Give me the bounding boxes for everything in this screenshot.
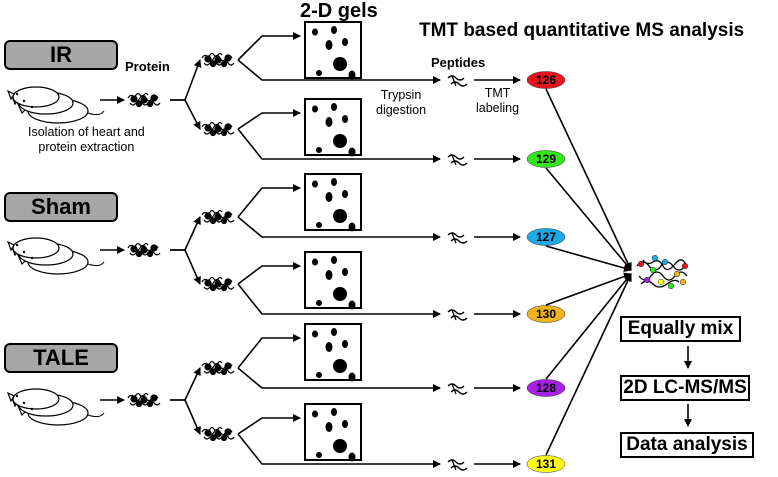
protein-cluster-icon xyxy=(127,92,161,108)
branch-line xyxy=(237,283,300,315)
data-analysis-box: Data analysis xyxy=(620,432,754,458)
arrow-to-mix xyxy=(545,245,632,272)
peptides-label: Peptides xyxy=(431,55,486,70)
peptide-icon xyxy=(447,383,468,395)
mix-strand xyxy=(642,259,688,271)
mice-icon xyxy=(7,237,105,275)
branch-arrow-lower xyxy=(170,399,201,435)
mixed-peptides-icon xyxy=(636,255,689,290)
arrow-to-mix xyxy=(545,167,632,271)
group-box-tale: TALE xyxy=(4,343,118,373)
mix-dot xyxy=(662,259,669,265)
protein-cluster-icon xyxy=(127,242,161,258)
tmt-tag-126 xyxy=(526,71,566,89)
trypsin-label: Trypsin digestion xyxy=(376,88,426,118)
tmt-tag-label: 128 xyxy=(536,381,556,395)
peptide-icon xyxy=(447,75,468,87)
mix-dot xyxy=(680,279,687,286)
branch-line xyxy=(237,128,300,160)
lc-ms-box: 2D LC-MS/MS xyxy=(620,375,750,401)
protein-cluster-icon xyxy=(201,276,235,292)
group-box-sham: Sham xyxy=(4,192,118,222)
protein-label: Protein xyxy=(125,59,170,74)
arrow-to-gel xyxy=(237,109,301,130)
tmt-label-line1: TMT xyxy=(484,86,511,100)
isolation-label-line2: protein extraction xyxy=(38,140,135,154)
tmt-tag-131 xyxy=(526,455,566,473)
protein-cluster-icon xyxy=(201,209,235,225)
arrow-to-mix xyxy=(545,273,632,456)
branch-arrow-lower xyxy=(170,99,201,130)
peptide-icon xyxy=(447,309,468,321)
mix-dot xyxy=(652,255,659,261)
arrow-to-gel xyxy=(237,184,301,218)
tmt-tag-128 xyxy=(526,379,566,397)
mix-dot xyxy=(682,262,689,269)
tmt-tag-127 xyxy=(526,228,566,246)
tmt-tag-label: 127 xyxy=(536,230,556,244)
tmt-tag-label: 130 xyxy=(536,307,556,321)
branch-line xyxy=(237,216,300,238)
arrow-to-gel xyxy=(237,262,301,285)
isolation-label-line1: Isolation of heart and xyxy=(28,125,145,139)
mix-dot xyxy=(649,266,656,273)
isolation-label: Isolation of heart and protein extractio… xyxy=(28,125,145,155)
arrow-to-gel xyxy=(237,32,301,61)
equally-mix-box: Equally mix xyxy=(620,316,741,342)
branch-line xyxy=(237,59,300,81)
arrow-to-mix xyxy=(545,272,632,306)
tmt-tag-label: 126 xyxy=(536,73,556,87)
group-box-ir: IR xyxy=(4,40,118,70)
protein-cluster-icon xyxy=(127,392,161,408)
tmt-labeling-label: TMT labeling xyxy=(476,86,519,116)
arrow-to-gel xyxy=(237,334,301,369)
arrow-to-mix xyxy=(545,88,632,271)
protein-cluster-icon xyxy=(201,426,235,442)
branch-line xyxy=(237,433,300,465)
branch-arrow-upper xyxy=(170,216,201,251)
protein-cluster-icon xyxy=(201,360,235,376)
protein-cluster-icon xyxy=(201,121,235,137)
mice-icon xyxy=(7,86,105,124)
peptide-icon xyxy=(447,154,468,166)
arrow-to-gel xyxy=(237,414,301,435)
mix-dot xyxy=(668,283,675,290)
trypsin-label-line1: Trypsin xyxy=(380,88,422,102)
tmt-tag-129 xyxy=(526,150,566,168)
branch-arrow-upper xyxy=(170,59,202,101)
tmt-label-line2: labeling xyxy=(476,101,520,115)
mix-dot xyxy=(638,260,644,267)
mice-icon xyxy=(7,388,105,426)
protein-cluster-icon xyxy=(201,52,235,68)
peptide-icon xyxy=(447,459,468,471)
branch-line xyxy=(237,367,300,389)
gels-title: 2-D gels xyxy=(300,0,378,22)
mix-dot xyxy=(643,277,650,284)
peptide-icon xyxy=(447,232,468,244)
arrow-to-mix xyxy=(545,273,632,380)
mix-dot xyxy=(674,270,681,277)
trypsin-label-line2: digestion xyxy=(376,103,427,117)
branch-arrow-lower xyxy=(170,249,201,285)
tmt-tag-label: 129 xyxy=(536,152,556,166)
mix-dot xyxy=(658,279,665,286)
tmt-title: TMT based quantitative MS analysis xyxy=(419,20,745,41)
branch-arrow-upper xyxy=(170,367,201,401)
tmt-tag-130 xyxy=(526,305,566,323)
tmt-tag-label: 131 xyxy=(536,457,556,471)
